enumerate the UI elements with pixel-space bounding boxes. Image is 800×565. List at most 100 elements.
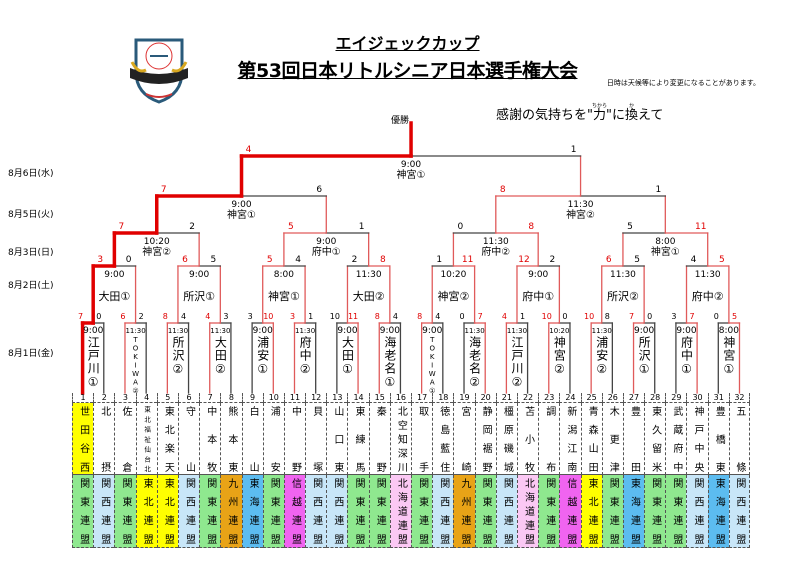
match-venue: 大田② [213, 336, 228, 377]
team-name: 中野 [289, 406, 301, 472]
league-name: 関西連盟 [501, 478, 513, 544]
team-name: 東久留米 [649, 406, 661, 472]
score-right: 2 [550, 255, 556, 265]
score-right: 4 [393, 312, 398, 321]
match-time: 11:30 [610, 270, 636, 280]
team-name: 北摂 [98, 406, 110, 472]
league-name: 九州連盟 [225, 478, 237, 544]
match-venue: 大田① [340, 336, 355, 377]
match-time: 9:00 [231, 200, 251, 210]
match-venue: 神宮② [552, 336, 567, 377]
schedule-note: 日時は天候等により変更になることがあります。 [606, 79, 760, 87]
league-cell: 関東連盟 [114, 475, 136, 548]
team-name-row: 世田谷西北摂佐倉東北福祉仙台北東北楽天守山中本牧熊本東白山浦安中野貝塚山口東東練… [72, 403, 750, 475]
league-cell: 東北連盟 [156, 475, 178, 548]
team-cell: 東北福祉仙台北 [135, 403, 157, 475]
league-cell: 関東連盟 [601, 475, 623, 548]
score-left: 4 [246, 145, 252, 155]
league-name: 北海道連盟 [522, 478, 534, 544]
team-number: 9 [241, 393, 263, 403]
league-cell: 関東連盟 [665, 475, 687, 548]
league-cell: 北海道連盟 [389, 475, 411, 548]
team-name: 神戸中央 [692, 406, 704, 472]
league-name: 関西連盟 [310, 478, 322, 544]
score-left: 6 [606, 255, 612, 265]
team-number: 26 [601, 393, 623, 403]
match-venue: 府中② [692, 289, 724, 303]
team-cell: 熊本東 [220, 403, 242, 475]
score-right: 11 [695, 222, 706, 232]
team-number: 29 [665, 393, 687, 403]
match-time: 11:30 [507, 327, 527, 335]
score-left: 10 [542, 312, 552, 321]
match-venue: 江戸川② [509, 336, 524, 390]
score-left: 3 [290, 312, 295, 321]
league-name: 東海連盟 [247, 478, 259, 544]
match-time: 11:30 [295, 327, 315, 335]
match-venue: TOKIWA② [131, 336, 140, 396]
league-cell: 関西連盟 [305, 475, 327, 548]
match-time: 9:00 [189, 270, 209, 280]
score-right: 7 [478, 312, 483, 321]
match-time: 11:30 [695, 270, 721, 280]
match-venue: 大田① [98, 289, 130, 303]
score-right: 0 [96, 312, 101, 321]
score-right: 1 [359, 222, 365, 232]
team-name: 東練馬 [353, 406, 365, 472]
team-cell: 東北楽天 [156, 403, 178, 475]
match-venue: 大田② [353, 289, 385, 303]
match-time: 11:30 [210, 327, 230, 335]
team-number: 13 [326, 393, 348, 403]
team-number: 6 [177, 393, 200, 403]
league-cell: 関西連盟 [686, 475, 708, 548]
team-cell: 北空知深川 [389, 403, 411, 475]
match-time: 9:00 [83, 326, 103, 336]
score-right: 1 [520, 312, 525, 321]
score-left: 7 [161, 185, 167, 195]
score-left: 10 [330, 312, 340, 321]
score-right: 5 [210, 255, 216, 265]
team-number: 22 [516, 393, 539, 403]
score-right: 0 [562, 312, 567, 321]
score-left: 12 [518, 255, 529, 265]
team-name: 新潟江南 [564, 406, 576, 472]
league-cell: 東北連盟 [580, 475, 602, 548]
match-time: 9:00 [422, 326, 442, 336]
team-name: 宮崎 [458, 406, 470, 472]
league-name: 東北連盟 [586, 478, 598, 544]
team-number: 27 [622, 393, 645, 403]
match-time: 9:00 [676, 326, 696, 336]
score-right: 1 [571, 145, 577, 155]
match-time: 11:30 [568, 200, 594, 210]
team-cell: 東練馬 [347, 403, 369, 475]
match-time: 8:00 [274, 270, 294, 280]
team-number: 18 [432, 393, 454, 403]
league-cell: 関西連盟 [326, 475, 348, 548]
score-right: 4 [295, 255, 301, 265]
league-cell: 関東連盟 [411, 475, 433, 548]
team-name: 貝塚 [310, 406, 322, 472]
tournament-sponsor-title: エイジェックカップ [335, 34, 480, 53]
league-cell: 信越連盟 [283, 475, 306, 548]
match-time: 10:20 [144, 237, 170, 247]
team-number: 5 [156, 393, 178, 403]
team-number: 30 [686, 393, 708, 403]
team-number: 16 [389, 393, 411, 403]
team-cell: 苫小牧 [516, 403, 539, 475]
slogan-ruby1: ちから [591, 103, 607, 109]
team-number: 25 [580, 393, 602, 403]
score-right: 0 [647, 312, 652, 321]
team-name: 取手 [416, 406, 428, 472]
score-left: 8 [375, 312, 380, 321]
team-name: 武蔵府中 [670, 406, 682, 472]
team-name: 守山 [183, 406, 195, 472]
score-left: 6 [120, 312, 125, 321]
league-name: 関東連盟 [77, 478, 89, 544]
match-time: 8:00 [655, 237, 675, 247]
match-time: 10:20 [549, 327, 569, 335]
team-number: 15 [368, 393, 390, 403]
score-right: 8 [528, 222, 534, 232]
score-right: 1 [655, 185, 661, 195]
